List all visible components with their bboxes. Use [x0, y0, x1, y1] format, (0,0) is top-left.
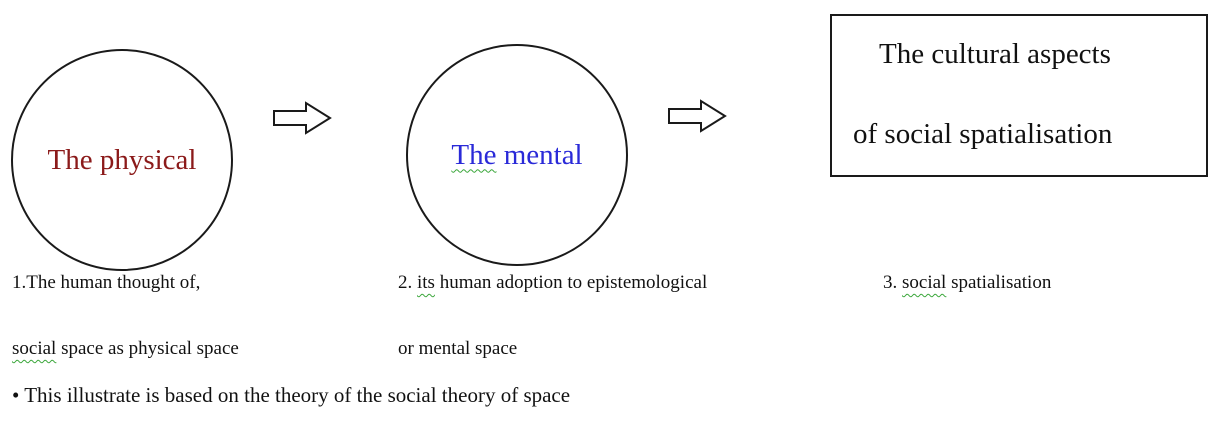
cultural-box-line2: of social spatialisation: [853, 118, 1113, 150]
caption-step3-prefix: 3.: [883, 272, 902, 293]
right-arrow-icon: [273, 101, 332, 135]
footnote-text: This illustrate is based on the theory o…: [19, 383, 571, 407]
mental-label: The mental: [451, 138, 583, 171]
mental-label-word1: The: [451, 138, 497, 171]
physical-circle: The physical: [11, 49, 233, 271]
right-arrow-icon: [668, 99, 727, 133]
caption-step2-prefix: 2.: [398, 272, 417, 293]
mental-circle: The mental: [406, 44, 628, 266]
cultural-aspects-box: The cultural aspects of social spatialis…: [830, 14, 1208, 177]
caption-step3-social: social: [902, 272, 947, 293]
caption-step3-rest: spatialisation: [946, 272, 1052, 293]
footnote: • This illustrate is based on the theory…: [12, 385, 570, 406]
caption-step2-rest: human adoption to epistemological: [434, 272, 708, 293]
caption-step2-its: its: [417, 272, 435, 293]
caption-step1-line1: 1.The human thought of,: [12, 272, 201, 293]
caption-step1-line2: social space as physical space: [12, 339, 239, 358]
caption-step2-line2: or mental space: [398, 338, 518, 359]
bullet-icon: •: [12, 383, 20, 407]
caption-step1-social: social: [12, 338, 57, 359]
caption-step3-line1: 3. social spatialisation: [883, 273, 1051, 292]
caption-step2-line1: 2. its human adoption to epistemological: [398, 273, 707, 292]
cultural-box-line1: The cultural aspects: [879, 38, 1111, 70]
caption-step1-rest: space as physical space: [56, 338, 239, 359]
physical-label: The physical: [47, 143, 197, 176]
mental-label-word2: mental: [503, 138, 583, 171]
